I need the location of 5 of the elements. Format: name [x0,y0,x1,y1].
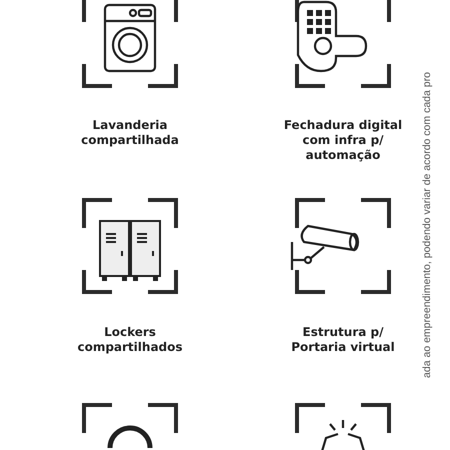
feature-caption: Lavanderia compartilhada [80,118,180,148]
feature-caption: Lockers compartilhados [76,325,184,355]
feature-caption: Estrutura p/ Portaria virtual [290,325,396,355]
feature-caption: Fechadura digital com infra p/ automação [282,118,404,163]
disclaimer-text: ada ao empreendimento, podendo variar de acordo com cada pro [421,72,433,378]
